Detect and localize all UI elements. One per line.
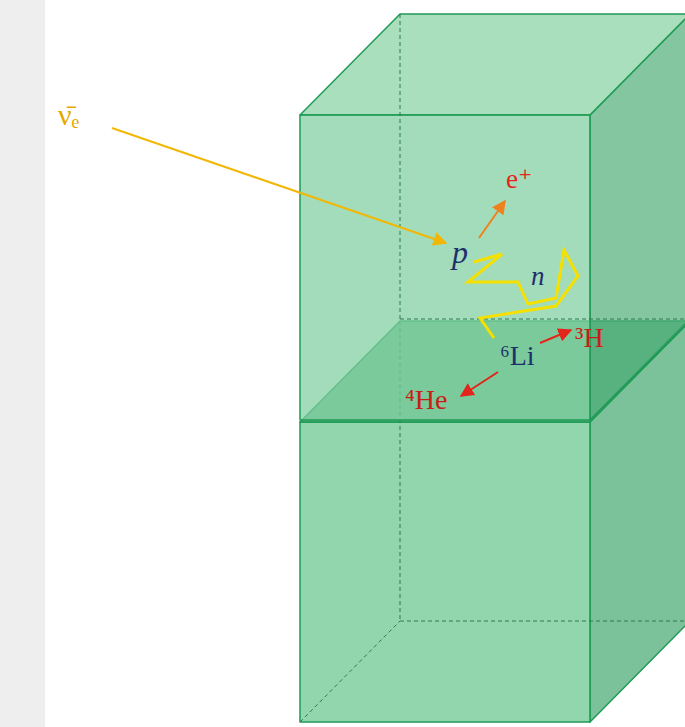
positron-track	[479, 201, 505, 238]
alpha-track	[461, 372, 498, 396]
positron-label: e⁺	[506, 166, 532, 193]
proton-label: p	[452, 236, 468, 268]
side-strip	[0, 0, 45, 727]
upper-segment	[300, 14, 685, 420]
triton-track	[540, 330, 571, 343]
neutrino-label: ν̄ₑ	[58, 100, 79, 130]
lithium-label: ⁶Li	[500, 342, 535, 370]
helium-label: ⁴He	[405, 386, 447, 414]
neutron-label: n	[531, 263, 545, 290]
triton-label: ³H	[575, 324, 604, 352]
neutron-path	[468, 250, 578, 338]
neutrino-track	[112, 128, 446, 243]
